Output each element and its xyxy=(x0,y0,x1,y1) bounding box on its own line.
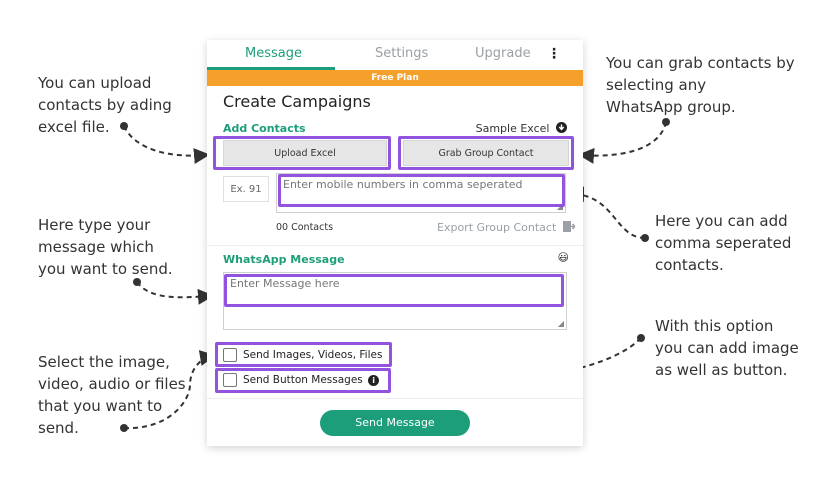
annotation-message: Here type your message which you want to… xyxy=(38,216,173,278)
message-resize-grip-icon[interactable]: ◢ xyxy=(557,319,564,328)
highlight-send-buttons xyxy=(215,368,391,393)
campaign-panel: Message Settings Upgrade ⋮ Free Plan Cre… xyxy=(207,40,583,446)
tab-upgrade[interactable]: Upgrade xyxy=(475,46,531,61)
sample-excel-label: Sample Excel xyxy=(475,122,550,135)
highlight-upload xyxy=(213,136,391,170)
whatsapp-message-label: WhatsApp Message xyxy=(223,253,345,266)
export-group-contact-button[interactable]: Export Group Contact xyxy=(437,221,576,234)
highlight-grab xyxy=(398,136,574,170)
annotation-comma: Here you can add comma seperated contact… xyxy=(655,212,792,274)
sample-excel-link[interactable]: Sample Excel xyxy=(476,122,567,135)
country-code-input[interactable]: Ex. 91 xyxy=(223,176,269,202)
grab-group-contact-button[interactable]: Grab Group Contact xyxy=(403,140,569,166)
download-icon xyxy=(556,122,567,133)
page-title: Create Campaigns xyxy=(223,92,371,111)
annotation-grab: You can grab contacts by selecting any W… xyxy=(606,54,795,116)
divider-1 xyxy=(207,245,583,246)
tab-message[interactable]: Message xyxy=(245,46,302,61)
highlight-send-media xyxy=(215,342,392,367)
send-media-checkbox[interactable] xyxy=(223,348,237,362)
export-label: Export Group Contact xyxy=(437,221,557,234)
arrow-message xyxy=(136,281,214,305)
message-input[interactable]: Enter Message here ◢ xyxy=(223,272,567,330)
tab-underline xyxy=(207,67,335,70)
mobile-numbers-placeholder: Enter mobile numbers in comma seperated xyxy=(283,178,523,191)
contact-count: 00 Contacts xyxy=(276,222,334,233)
emoji-icon[interactable]: 😃 xyxy=(557,251,569,264)
info-icon[interactable]: i xyxy=(368,375,380,386)
upload-excel-button[interactable]: Upload Excel xyxy=(223,140,387,166)
tab-settings[interactable]: Settings xyxy=(375,46,429,61)
highlight-numbers xyxy=(278,174,565,207)
highlight-message xyxy=(224,274,564,307)
export-icon xyxy=(562,221,576,232)
annotation-button: With this option you can add image as we… xyxy=(655,317,799,379)
annotation-media: Select the image, video, audio or files … xyxy=(38,353,186,437)
more-menu-icon[interactable]: ⋮ xyxy=(547,46,561,62)
divider-2 xyxy=(207,398,583,399)
send-buttons-label: Send Button Messages i xyxy=(243,374,380,386)
add-contacts-label: Add Contacts xyxy=(223,122,306,135)
tab-bar: Message Settings Upgrade ⋮ xyxy=(207,40,583,70)
arrow-grab xyxy=(578,121,667,164)
send-buttons-checkbox[interactable] xyxy=(223,373,237,387)
send-buttons-text: Send Button Messages xyxy=(243,374,363,386)
send-message-button[interactable]: Send Message xyxy=(320,410,470,436)
plan-banner: Free Plan xyxy=(207,70,583,86)
send-media-label: Send Images, Videos, Files xyxy=(243,349,383,361)
message-placeholder: Enter Message here xyxy=(230,277,340,290)
annotation-upload: You can upload contacts by ading excel f… xyxy=(38,74,172,136)
